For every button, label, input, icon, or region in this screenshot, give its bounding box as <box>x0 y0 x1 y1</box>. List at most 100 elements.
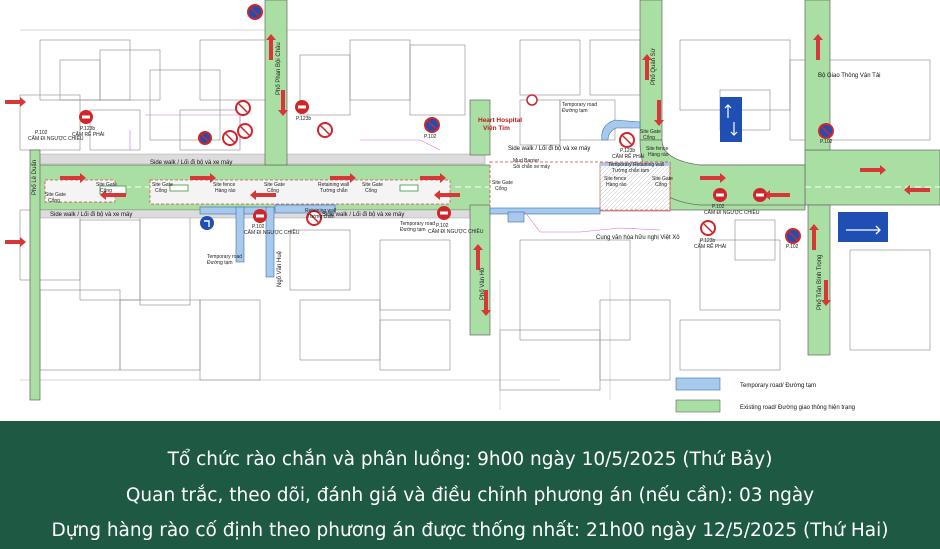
street-label-van-ho: Phố Vân Hồ <box>480 267 486 300</box>
temporary-roads <box>199 119 641 278</box>
sign-code-label: P.123b <box>80 126 95 132</box>
prohibition-signs <box>79 4 834 244</box>
site-gate-sub-label: Cổng <box>48 197 60 204</box>
sign-meaning-label: CẤM RẼ PHẢI <box>694 243 727 250</box>
turn-left-sign-icon <box>200 216 214 230</box>
temporary-road-label: Temporary road <box>400 221 435 227</box>
temporary-road-sub-label: Đường tạm <box>562 108 588 114</box>
temporary-road-sub-label: Đường tạm <box>207 260 233 266</box>
heart-hospital-label: Heart Hospital <box>478 117 522 124</box>
site-gate-sub-label: Cổng <box>365 187 377 194</box>
sign-no-entry-icon <box>198 131 212 145</box>
schedule-line-fence: Dựng hàng rào cố định theo phương án đượ… <box>51 520 889 541</box>
legend-label-existing: Existing road/ Đường giao thông hiện trạ… <box>740 405 855 411</box>
sign-meaning-label: CẤM RẼ PHẢI <box>612 153 645 160</box>
site-gate-label: Site Gate <box>96 182 117 188</box>
site-gate-label: Site Gate <box>45 192 66 198</box>
site-gate-label: Site Gate <box>652 176 673 182</box>
site-gate-label: Site Gate <box>152 182 173 188</box>
sign-code-label: P.102 <box>424 134 437 140</box>
map-drawing: Phố Phan Bội Châu Phố Quán Sứ Phố Lê Duẩ… <box>5 0 940 413</box>
mud-barrier-label: Mud Barrier <box>513 158 539 164</box>
temp-retaining-sub-label: Tường chắn tạm <box>612 167 649 174</box>
sign-meaning-label: CẤM RẼ PHẢI <box>72 131 105 138</box>
sign-no-pedestrian-icon <box>317 122 333 138</box>
street-labels: Phố Phan Bội Châu Phố Quán Sứ Phố Lê Duẩ… <box>31 42 823 310</box>
retaining-wall-label: Retaining wall <box>318 182 349 188</box>
legend-label-temporary: Temporary road/ Đường tạm <box>740 383 816 389</box>
legend-swatch-temporary <box>675 377 721 391</box>
work-zones <box>44 161 671 212</box>
site-labels: Site Gate Cổng Site Gate Cổng Site Gate … <box>45 102 673 266</box>
vien-tim-label: Viện Tim <box>483 125 510 132</box>
sign-code-label: P.102 <box>252 224 265 230</box>
site-fence-label: Site fence <box>604 176 626 182</box>
site-fence-label: Site fence <box>646 146 668 152</box>
sidewalk-labels: Side walk / Lối đi bộ và xe máy Side wal… <box>50 146 590 218</box>
sign-no-entry-icon <box>437 206 451 220</box>
sign-code-labels: P.123b CẤM RẼ PHẢI P.102 CẤM ĐI NGƯỢC CH… <box>28 116 833 250</box>
sign-no-turn-icon <box>237 123 253 139</box>
legend-swatch-existing <box>675 399 721 413</box>
sidewalk-label: Side walk / Lối đi bộ và xe máy <box>322 212 404 218</box>
sign-no-entry-icon <box>253 209 267 223</box>
sign-meaning-label: CẤM ĐI NGƯỢC CHIỀU <box>704 209 760 216</box>
street-label-le-duan: Phố Lê Duẩn <box>31 160 38 195</box>
sign-no-right-turn-icon <box>235 100 251 116</box>
sign-no-parking-icon <box>424 117 440 133</box>
cung-van-hoa-label: Cung văn hóa hữu nghị Việt Xô <box>596 235 680 241</box>
temporary-road-sub-label: Đường tạm <box>400 227 426 233</box>
sign-code-label: P.102 <box>712 204 725 210</box>
site-gate-sub-label: Cổng <box>267 187 279 194</box>
sign-no-entry-icon <box>295 100 309 114</box>
site-gate-sub-label: Cổng <box>655 181 667 188</box>
retaining-wall-sub-label: Tường chắn <box>320 187 348 194</box>
sign-meaning-label: CẤM ĐI NGƯỢC CHIỀU <box>428 228 484 235</box>
sign-no-entry-icon <box>713 188 727 202</box>
site-gate-sub-label: Cổng <box>495 185 507 192</box>
site-gate-sub-label: Cổng <box>643 134 655 141</box>
sign-no-entry-icon <box>753 188 767 202</box>
schedule-footer: Tổ chức rào chắn và phân luồng: 9h00 ngà… <box>0 421 940 549</box>
sign-no-left-turn-icon <box>306 210 322 226</box>
site-gate-label: Site Gate <box>264 182 285 188</box>
legend: Temporary road/ Đường tạm Existing road/… <box>675 377 855 413</box>
sign-code-label: P.102 <box>786 244 799 250</box>
site-fence-label: Site fence <box>213 182 235 188</box>
sign-no-parking-icon <box>785 228 801 244</box>
street-label-ngo-van-hue: Ngõ Văn Huệ <box>277 250 283 287</box>
site-gate-label: Site Gate <box>640 129 661 135</box>
traffic-arrows <box>5 34 930 316</box>
street-label-phan-boi-chau: Phố Phan Bội Châu <box>276 42 282 95</box>
sign-code-label: P.102 <box>436 223 449 229</box>
sign-code-label: P.123b <box>296 116 311 122</box>
sidewalk-label: Side walk / Lối đi bộ và xe máy <box>508 146 590 152</box>
temporary-road-label: Temporary road <box>562 102 597 108</box>
sign-code-label: P.123b <box>700 238 715 244</box>
sign-no-parking-icon <box>247 4 263 20</box>
site-fence-sub-label: Hàng rào <box>648 152 669 158</box>
direction-board-icon <box>720 97 742 142</box>
sidewalk-label: Side walk / Lối đi bộ và xe máy <box>50 212 132 218</box>
sign-no-right-turn-icon <box>619 132 635 148</box>
building-labels: Heart Hospital Viện Tim Bộ Giao Thông Vậ… <box>478 73 881 241</box>
mandatory-signs <box>200 97 888 242</box>
site-fence-sub-label: Hàng rào <box>606 182 627 188</box>
street-label-quan-su: Phố Quán Sứ <box>651 48 657 85</box>
mud-barrier-sub-label: Sỏi chắn xe máy <box>513 163 550 170</box>
traffic-plan-map: Phố Phan Bội Châu Phố Quán Sứ Phố Lê Duẩ… <box>5 0 940 413</box>
sign-no-turn-icon <box>222 130 238 146</box>
direction-board-icon <box>838 212 888 242</box>
sign-meaning-label: CẤM ĐI NGƯỢC CHIỀU <box>244 229 300 236</box>
site-gate-label: Site Gate <box>362 182 383 188</box>
temporary-road-label: Temporary road <box>207 254 242 260</box>
retaining-wall-sub-label: Tường chắn <box>307 213 335 220</box>
site-gate-sub-label: Cổng <box>100 187 112 194</box>
schedule-line-monitoring: Quan trắc, theo dõi, đánh giá và điều ch… <box>125 485 815 506</box>
sign-code-label: P.123b <box>620 148 635 154</box>
sign-code-label: P.102 <box>820 139 833 145</box>
street-label-tran-binh-trong: Phố Trần Bình Trọng <box>817 255 823 310</box>
sign-no-entry-icon <box>79 110 93 124</box>
site-fence-sub-label: Hàng rào <box>215 188 236 194</box>
sign-no-parking-icon <box>818 123 834 139</box>
